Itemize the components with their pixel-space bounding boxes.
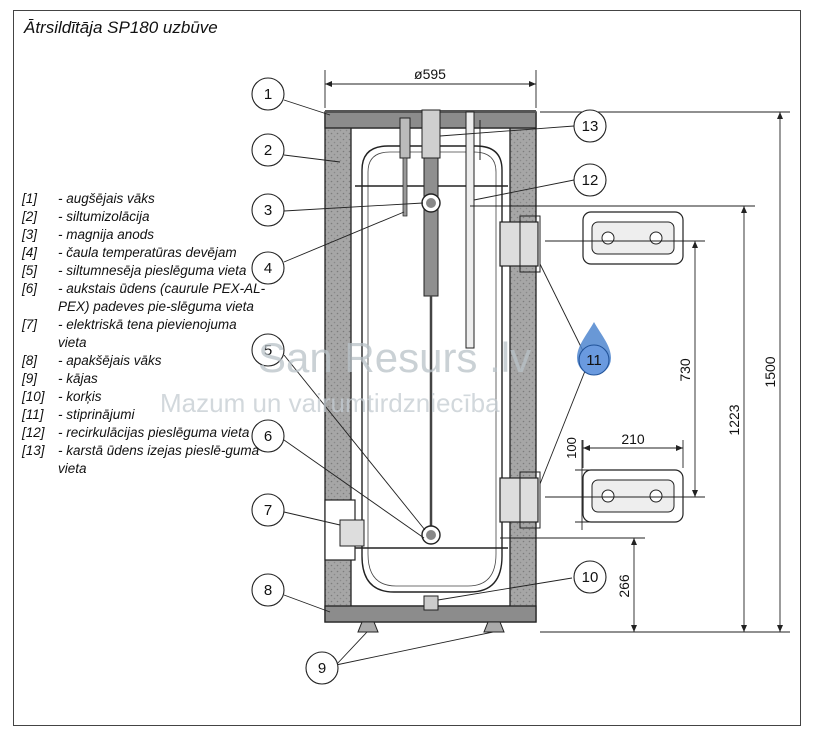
upper-flange	[499, 221, 539, 267]
sensor-sleeve	[421, 109, 441, 159]
legend-num: [6]	[22, 281, 38, 296]
legend-num: [12]	[22, 425, 45, 440]
legend-text: - apakšējais vāks	[58, 353, 162, 368]
legend-text: - kājas	[58, 371, 98, 386]
legend-num: [2]	[22, 209, 38, 224]
legend-text: - siltumnesēja pieslēguma vieta	[58, 263, 247, 278]
diagram-frame	[13, 10, 801, 726]
legend-text: - recirkulācijas pieslēguma vieta	[58, 425, 250, 440]
legend-num: [7]	[22, 317, 38, 332]
callout-4: 4	[264, 260, 272, 277]
callout-13: 13	[582, 118, 599, 135]
legend-num: [1]	[22, 191, 38, 206]
callout-1: 1	[264, 86, 272, 103]
dim-height-total: 1500	[762, 356, 778, 387]
callout-3: 3	[264, 202, 272, 219]
legend-item: [12] - recirkulācijas pieslēguma vieta	[22, 424, 266, 442]
dim-flange-height: 100	[564, 437, 579, 459]
magnesium-anode	[423, 157, 439, 297]
callout-10: 10	[582, 569, 599, 586]
callout-5: 5	[264, 342, 272, 359]
legend-num: [13]	[22, 443, 45, 458]
legend-num: [11]	[22, 407, 44, 422]
legend-num: [9]	[22, 371, 38, 386]
watermark-subtitle: Mazum un vairumtirdzniecība	[160, 388, 500, 418]
legend-item: [1] - augšējais vāks	[22, 190, 266, 208]
legend-num: [5]	[22, 263, 38, 278]
dim-diameter: ø595	[414, 66, 446, 82]
callout-11: 11	[586, 352, 602, 369]
legend: [1] - augšējais vāks [2] - siltumizolācija…	[22, 190, 266, 478]
legend-item: [7] - elektriskā tena pievienojuma vieta	[22, 316, 266, 352]
callout-12: 12	[582, 172, 599, 189]
legend-item: [4] - čaula temperatūras devējam	[22, 244, 266, 262]
legend-item: [10] - korķis	[22, 388, 266, 406]
lower-flange	[499, 477, 539, 523]
legend-item: [3] - magnija anods	[22, 226, 266, 244]
callout-7: 7	[264, 502, 272, 519]
dim-height-bottom: 266	[616, 574, 632, 598]
legend-text: - augšējais vāks	[58, 191, 155, 206]
legend-text: - korķis	[58, 389, 102, 404]
legend-item: [2] - siltumizolācija	[22, 208, 266, 226]
diagram-title: Ātrsildītāja SP180 uzbūve	[24, 18, 218, 37]
callout-2: 2	[264, 142, 272, 159]
legend-item: [9] - kājas	[22, 370, 266, 388]
legend-text: - karstā ūdens izejas pieslē-guma vieta	[58, 443, 260, 476]
legend-num: [10]	[22, 389, 45, 404]
legend-item: [8] - apakšējais vāks	[22, 352, 266, 370]
legend-num: [8]	[22, 353, 38, 368]
legend-text: - stiprinājumi	[58, 407, 135, 422]
dim-flange-width: 210	[621, 431, 645, 447]
callout-6: 6	[264, 428, 272, 445]
legend-text: - čaula temperatūras devējam	[58, 245, 237, 260]
legend-item: [6] - aukstais ūdens (caurule PEX-AL-PEX)…	[22, 280, 266, 316]
legend-text: - magnija anods	[58, 227, 155, 242]
callout-9: 9	[318, 660, 326, 677]
legend-text: - siltumizolācija	[58, 209, 150, 224]
foot-left	[357, 621, 379, 633]
anode-pipe	[399, 117, 411, 159]
legend-text: - aukstais ūdens (caurule PEX-AL-PEX) pa…	[58, 281, 266, 314]
callout-8: 8	[264, 582, 272, 599]
foot-right	[483, 621, 505, 633]
legend-item: [11] - stiprinājumi	[22, 406, 266, 424]
hot-water-pipe	[465, 111, 475, 349]
legend-item: [5] - siltumnesēja pieslēguma vieta	[22, 262, 266, 280]
legend-num: [4]	[22, 245, 38, 260]
drain-plug	[423, 595, 439, 611]
watermark-title: San Resurs .lv	[258, 334, 531, 381]
legend-text: - elektriskā tena pievienojuma vieta	[58, 317, 237, 350]
legend-item: [13] - karstā ūdens izejas pieslē-guma vi…	[22, 442, 266, 478]
legend-num: [3]	[22, 227, 38, 242]
dim-height-mid: 1223	[726, 404, 742, 435]
dim-height-flange: 730	[677, 358, 693, 382]
